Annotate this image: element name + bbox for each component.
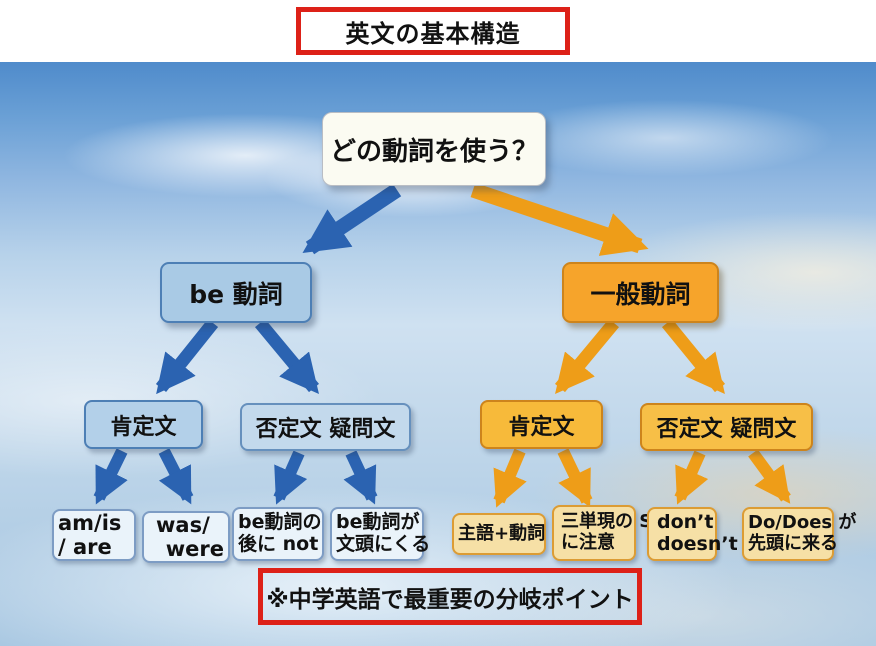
be-verb-node: be 動詞 [160, 262, 312, 323]
leaf-line: に注意 [561, 532, 615, 553]
general-verb-node: 一般動詞 [562, 262, 719, 323]
leaf-line: be動詞の [238, 511, 322, 534]
leaf-line: 主語+動詞 [458, 522, 546, 544]
general-negative-question-node: 否定文 疑問文 [640, 403, 813, 451]
page-title: 英文の基本構造 [345, 19, 521, 48]
leaf-am-is-are: am/is / are [52, 509, 136, 561]
leaf-line: Do/Does が [748, 512, 857, 534]
leaf-do-does-initial: Do/Does が 先頭に来る [742, 507, 857, 561]
general-affirmative-node: 肯定文 [480, 400, 603, 449]
root-question-node: どの動詞を使う？ [322, 112, 546, 186]
general-verb-label: 一般動詞 [590, 279, 691, 309]
leaf-line: 先頭に来る [748, 533, 838, 554]
leaf-line: don’t [657, 511, 714, 534]
leaf-was-were: was/ were [142, 511, 230, 563]
leaf-line: 文頭にくる [336, 533, 431, 555]
title-box: 英文の基本構造 [296, 7, 570, 55]
leaf-be-sentence-initial: be動詞が 文頭にくる [330, 507, 431, 561]
leaf-not-after-be: be動詞の 後に not [232, 507, 324, 561]
be-negative-question-node: 否定文 疑問文 [240, 403, 411, 451]
note-label: ※中学英語で最重要の分岐ポイント [266, 586, 634, 613]
leaf-line: be動詞が [336, 511, 420, 534]
leaf-line: doesn’t [657, 533, 738, 555]
leaf-line: were [165, 537, 224, 561]
be-affirmative-node: 肯定文 [84, 400, 203, 449]
leaf-subject-verb: 主語+動詞 [452, 513, 546, 555]
leaf-dont-doesnt: don’t doesn’t [647, 507, 738, 561]
leaf-line: / are [58, 535, 112, 559]
leaf-line: 三単現の S [561, 511, 653, 533]
general-negative-question-label: 否定文 疑問文 [656, 417, 797, 442]
be-affirmative-label: 肯定文 [110, 414, 177, 440]
root-question-label: どの動詞を使う？ [329, 136, 538, 167]
general-affirmative-label: 肯定文 [508, 414, 575, 440]
leaf-line: am/is [58, 510, 122, 535]
be-verb-label: be 動詞 [189, 279, 283, 309]
note-box: ※中学英語で最重要の分岐ポイント [258, 568, 642, 625]
leaf-line: was/ [156, 512, 210, 537]
be-negative-question-label: 否定文 疑問文 [255, 417, 396, 442]
leaf-third-person-s: 三単現の S に注意 [552, 505, 653, 561]
leaf-line: 後に not [238, 533, 319, 555]
